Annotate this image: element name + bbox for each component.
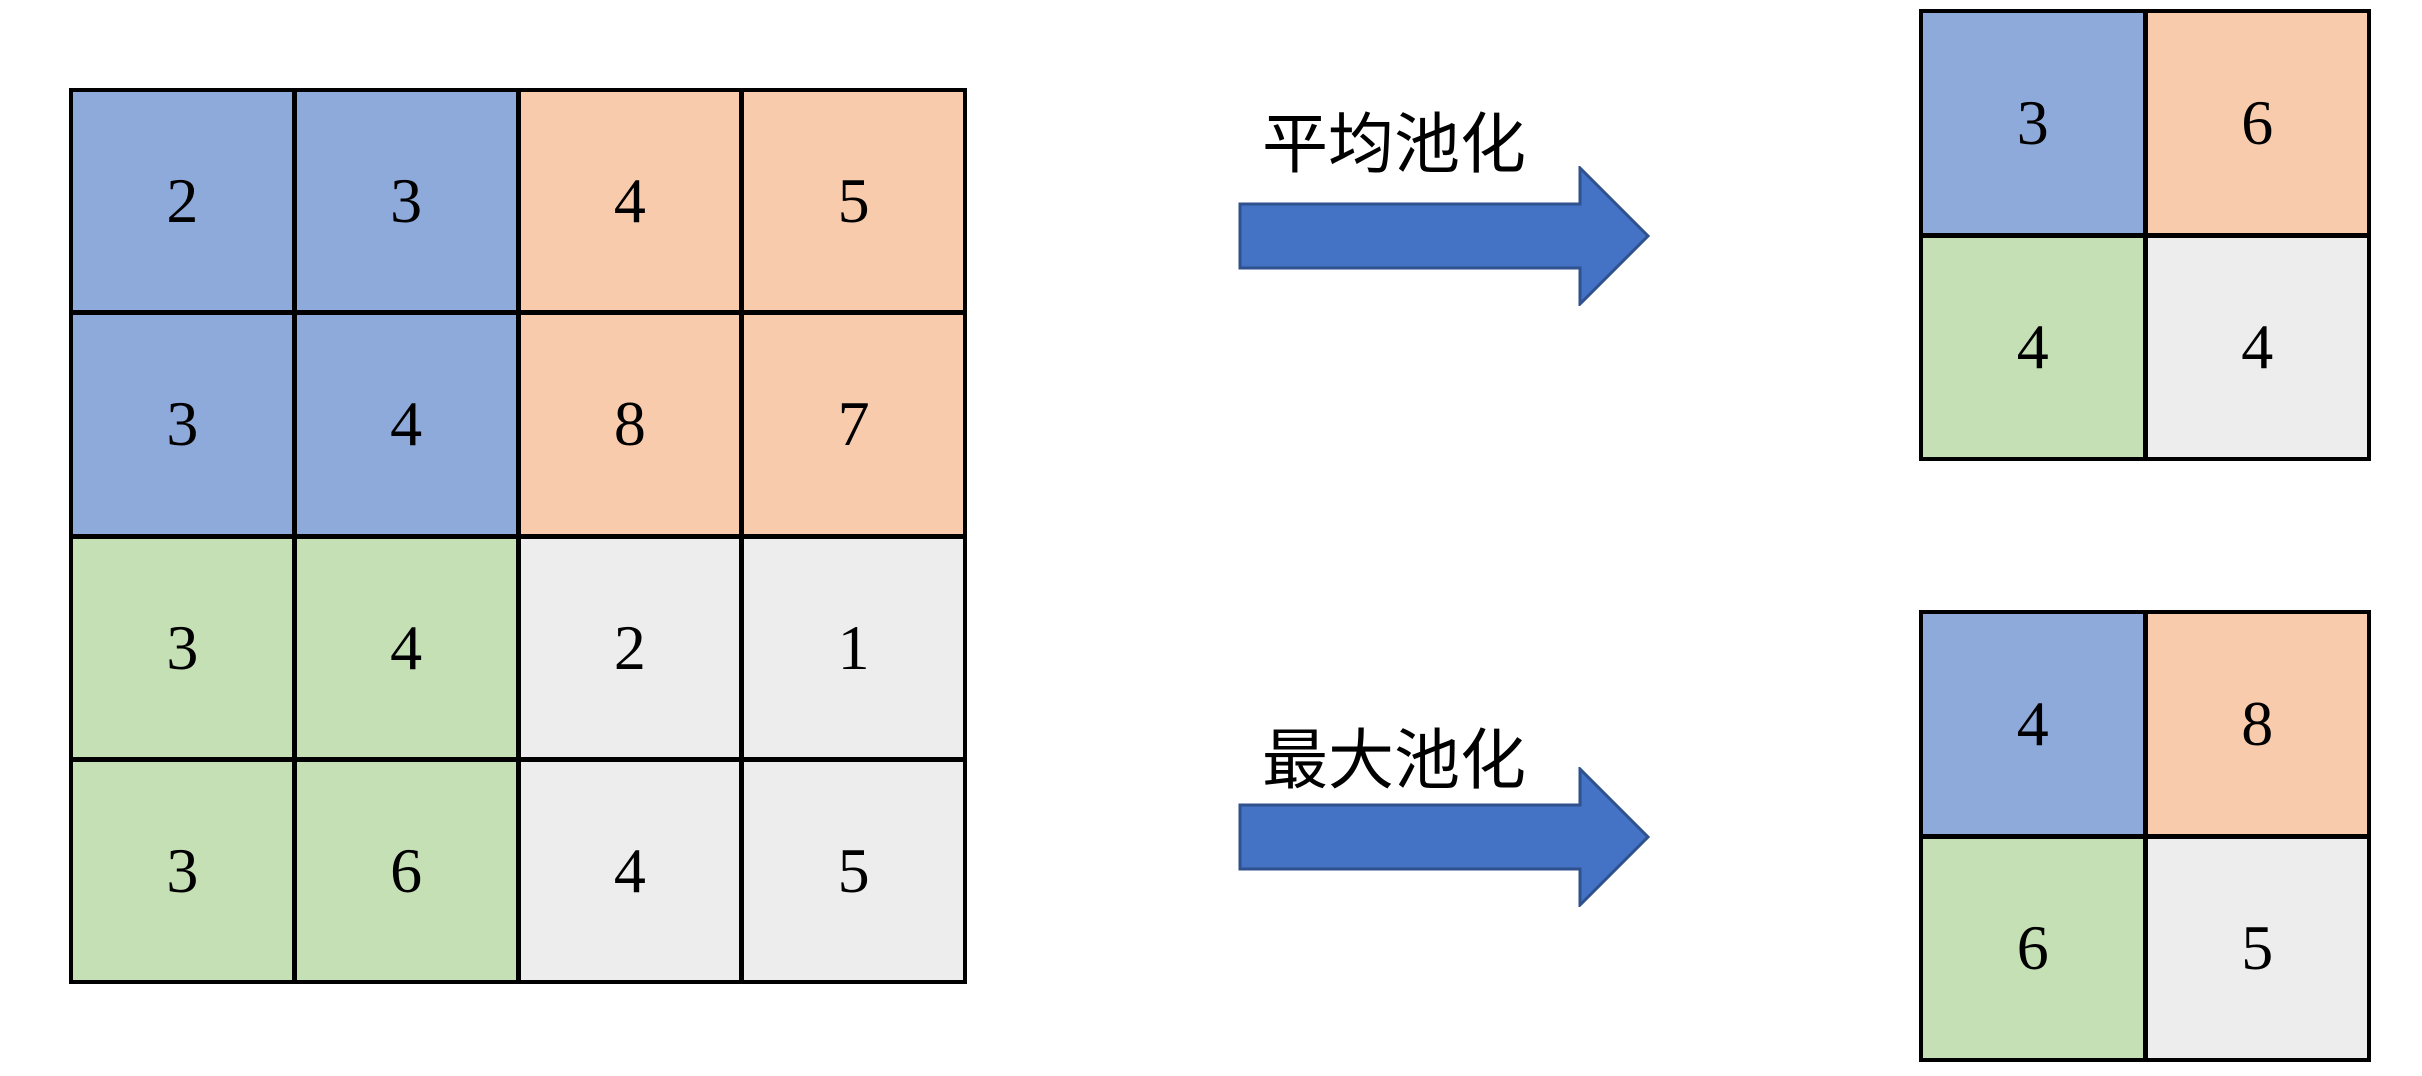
matrix-cell: 3 [73,315,292,534]
matrix-cell: 8 [520,315,740,534]
matrix-cell: 3 [73,538,292,757]
matrix-cell: 3 [1923,13,2143,233]
matrix-cell: 4 [520,92,740,311]
max-pooling-arrow-shape [1238,767,1650,907]
matrix-cell: 4 [2147,237,2367,457]
matrix-cell: 6 [1923,838,2143,1058]
matrix-cell: 8 [2147,614,2367,834]
matrix-cell: 4 [520,761,740,980]
average-pooling-arrow-shape [1238,166,1650,306]
matrix-cell: 5 [744,92,963,311]
matrix-cell: 5 [2147,838,2367,1058]
max-pooling-arrow [1238,767,1650,907]
matrix-cell: 4 [296,538,516,757]
matrix-cell: 7 [744,315,963,534]
matrix-cell: 4 [296,315,516,534]
average-pooling-label: 平均池化 [1262,106,1526,183]
max-pooling-label: 最大池化 [1262,722,1526,799]
matrix-cell: 1 [744,538,963,757]
matrix-cell: 2 [520,538,740,757]
average-pooling-arrow [1238,166,1650,306]
matrix-cell: 4 [1923,237,2143,457]
matrix-cell: 3 [73,761,292,980]
matrix-cell: 5 [744,761,963,980]
matrix-cell: 6 [296,761,516,980]
matrix-cell: 6 [2147,13,2367,233]
matrix-cell: 4 [1923,614,2143,834]
matrix-cell: 2 [73,92,292,311]
matrix-cell: 3 [296,92,516,311]
